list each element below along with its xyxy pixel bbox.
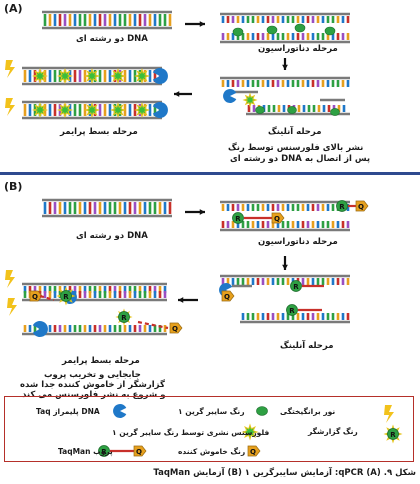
b-reporter-3	[290, 280, 302, 292]
panel-a-tag: (A)	[4, 2, 23, 15]
panel-b-step1-label: DNA دو رشته ای	[76, 231, 148, 241]
panel-b-note-line1: جابجایی و تخریب پروب	[44, 370, 141, 380]
a-fluor-b4	[133, 101, 151, 119]
a-dye-2	[266, 25, 278, 35]
panel-b-note-line3: و شروع به نشر فلورسنس می کند	[22, 390, 166, 400]
a-light-2	[5, 98, 15, 116]
legend-quencher-icon	[247, 445, 261, 457]
panel-b-step2-label: مرحله دناتوراسیون	[258, 237, 338, 247]
a-polymerase-1	[223, 89, 237, 103]
a-arrow-1-head	[199, 21, 205, 27]
legend-polymerase-icon	[113, 404, 127, 418]
a-fluor-0	[31, 67, 49, 85]
legend-probe-r	[98, 445, 110, 457]
b-reporter-1-letter: R	[235, 215, 241, 223]
legend-reporter-r-letter: R	[390, 431, 396, 439]
b-arrow-2-head	[282, 264, 288, 270]
b-quencher-2-letter: Q	[358, 203, 364, 211]
b-light-1	[5, 270, 15, 288]
panel-a-note-line2: پس از اتصال به DNA دو رشته ای	[230, 154, 371, 164]
b-quencher-5	[169, 322, 183, 334]
b-reporter-5	[60, 290, 72, 302]
legend-fluor-label: فلورسنس نشری توسط رنگ سایبر گرین ۱	[112, 428, 270, 437]
a-polymerase-3	[152, 102, 168, 118]
a-arrow-2-head	[282, 64, 288, 70]
legend-quencher-icon-letter: Q	[250, 448, 256, 456]
b-polymerase-3	[32, 321, 48, 337]
legend-fluor-icon	[241, 423, 259, 441]
legend-polymerase-label: DNA پلیمراز Taq	[36, 407, 100, 416]
b-reporter-1	[232, 212, 244, 224]
a-dye-6	[287, 106, 297, 114]
a-fluor-3	[109, 67, 127, 85]
b-reporter-6	[118, 311, 130, 323]
b-quencher-1	[271, 212, 285, 224]
a-fluor-b1	[56, 101, 74, 119]
a-fluor-1	[56, 67, 74, 85]
a-dye-7	[330, 108, 340, 116]
b-reporter-2	[336, 200, 348, 212]
legend-probe-r-letter: R	[101, 448, 107, 456]
a-dye-4	[324, 26, 336, 36]
b-quencher-5-letter: Q	[172, 325, 178, 333]
a-fluor-a	[242, 92, 258, 108]
a-fluor-b3	[109, 101, 127, 119]
legend-probe-label: پروب TaqMan	[58, 447, 113, 456]
b-reporter-2-letter: R	[339, 203, 345, 211]
b-reporter-6-letter: R	[121, 314, 127, 322]
b-reporter-4-letter: R	[289, 307, 295, 315]
b-quencher-4	[29, 290, 43, 302]
legend-quencher-label: رنگ خاموش کننده	[178, 447, 246, 456]
b-reporter-3-letter: R	[293, 283, 299, 291]
legend-probe-q	[133, 445, 147, 457]
panel-divider	[0, 172, 420, 175]
a-light-1	[5, 60, 15, 78]
panel-a-step4-label: مرحله بسط پرایمر	[60, 127, 138, 137]
panel-b-note-line2: گزارشگر از خاموش کننده جدا شده	[20, 380, 165, 390]
a-fluor-2	[83, 67, 101, 85]
panel-b-step3-label: مرحله آنلینگ	[280, 341, 334, 351]
a-dye-3	[294, 23, 306, 33]
b-probe-5	[39, 294, 55, 302]
legend-probe-q-letter: Q	[136, 448, 142, 456]
a-dye-1	[232, 27, 244, 37]
legend-light-label: نور برانگیختگی	[280, 407, 336, 416]
legend-reporter-r	[387, 428, 399, 440]
b-quencher-4-letter: Q	[32, 293, 38, 301]
b-reporter-5-letter: R	[63, 293, 69, 301]
legend-dye-icon	[256, 406, 268, 416]
legend-frame	[4, 396, 414, 462]
a-fluor-4	[133, 67, 151, 85]
b-quencher-1-letter: Q	[274, 215, 280, 223]
legend-reporter-label: رنگ گزارشگر	[308, 427, 358, 436]
a-fluor-b2	[83, 101, 101, 119]
panel-b-tag: (B)	[4, 180, 23, 193]
panel-a-note-line1: نشر بالای فلورسنس توسط رنگ	[228, 143, 364, 153]
b-quencher-3-letter: Q	[224, 293, 230, 301]
b-quencher-2	[355, 200, 369, 212]
legend-light-icon	[384, 405, 394, 423]
b-reporter-4	[286, 304, 298, 316]
b-probe-6	[137, 320, 169, 330]
b-arrow-1-head	[199, 209, 205, 215]
b-arrow-3-head	[178, 297, 184, 303]
panel-a-step1-label: DNA دو رشته ای	[76, 34, 148, 44]
figure-caption: شکل ۹. qPCR (A): آزمایش سایبرگرین ۱ (B) …	[153, 468, 416, 478]
a-arrow-3-head	[174, 91, 180, 97]
b-light-2	[7, 298, 17, 316]
panel-b-step4-label: مرحله بسط پرایمر	[62, 356, 140, 366]
a-fluor-b0	[31, 101, 49, 119]
a-dye-5	[255, 106, 265, 114]
panel-a-step2-label: مرحله دناتوراسیون	[258, 44, 338, 54]
legend-dye-label: رنگ سایبر گرین ۱	[178, 407, 245, 416]
panel-a-step3-label: مرحله آنلینگ	[268, 127, 322, 137]
a-polymerase-2	[152, 68, 168, 84]
b-quencher-3	[221, 290, 235, 302]
